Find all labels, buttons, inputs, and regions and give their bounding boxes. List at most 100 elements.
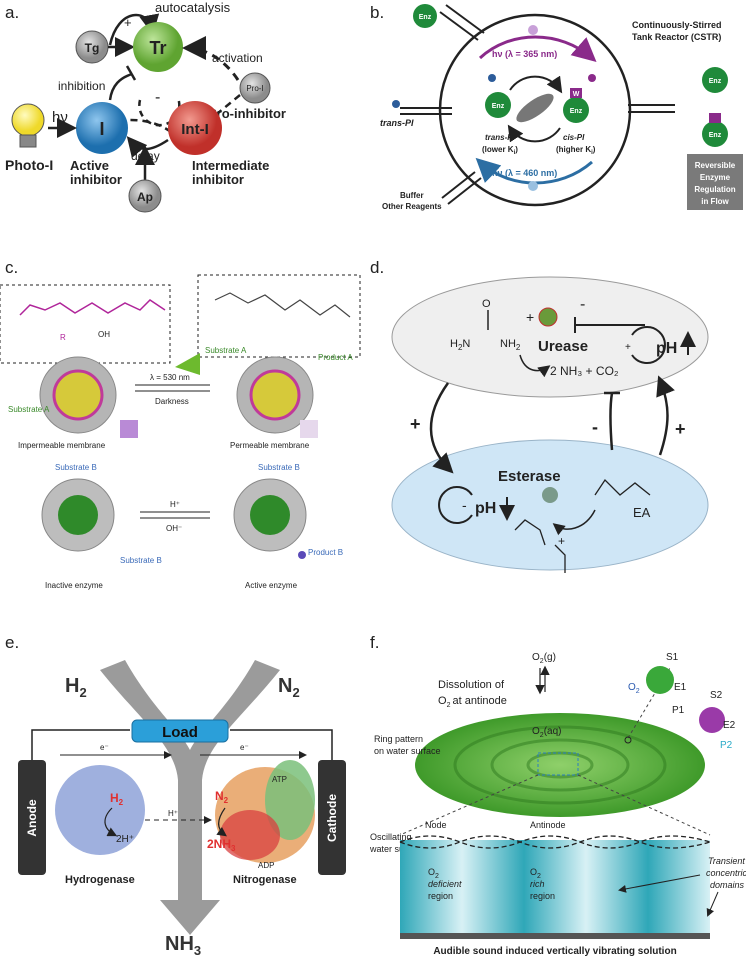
o2g-o: O xyxy=(532,652,540,663)
inactive-text: Inactive enzyme xyxy=(45,581,103,590)
panel-d: d. O H2N NH2 + Urease 2 NH₃ + CO₂ - + pH… xyxy=(370,255,746,595)
hydrogenase-protein xyxy=(55,765,145,855)
panel-a: a. autocatalysis + Tg Tr activation Pro-… xyxy=(0,0,370,220)
deficient-o2-label: O2 xyxy=(428,867,439,880)
panel-d-diagram: d. O H2N NH2 + Urease 2 NH₃ + CO₂ - + pH… xyxy=(370,258,709,573)
reversible-box xyxy=(687,154,743,210)
o2aq-label: O2(aq) xyxy=(532,726,561,739)
product-structure-box xyxy=(197,274,361,358)
panel-a-diagram: a. autocatalysis + Tg Tr activation Pro-… xyxy=(5,0,286,213)
rich-o: O xyxy=(530,867,537,877)
c-r-label: R xyxy=(60,333,66,342)
panel-a-label: a. xyxy=(5,3,19,22)
h2-label-h: H xyxy=(65,675,79,697)
inhibit-to-urease xyxy=(609,392,614,451)
int-to-i-dashed xyxy=(111,118,181,141)
out-w-box xyxy=(709,113,721,123)
esterase-to-urease xyxy=(656,375,675,456)
uv-light-icon xyxy=(528,25,538,35)
cathode-text: Cathode xyxy=(325,794,339,842)
urease-text: Urease xyxy=(538,338,588,355)
reactor-title-1: Continuously-Stirred xyxy=(632,20,722,30)
reversible-4: in Flow xyxy=(701,197,729,206)
ph-up-loop xyxy=(631,326,666,364)
o2aq-o: O xyxy=(532,726,540,737)
urea-h2n-h: H xyxy=(450,338,458,350)
inlet-enz-tube xyxy=(439,11,479,41)
uv-arrow xyxy=(478,35,597,62)
trans-ki-sub: i xyxy=(514,150,516,156)
acid-plus: + xyxy=(558,534,565,548)
dissolution-1: Dissolution of xyxy=(438,679,505,691)
light-beam-icon xyxy=(175,353,200,375)
product-b-dot xyxy=(298,551,306,559)
reversible-2: Enzyme xyxy=(700,173,731,182)
substrate-b-label: Substrate B xyxy=(55,463,97,472)
e1-text: E1 xyxy=(674,682,687,693)
panel-f-caption: Audible sound induced vertically vibrati… xyxy=(433,946,676,957)
s1-text: S1 xyxy=(666,652,679,663)
ring-pattern-2: on water surface xyxy=(374,746,441,756)
enz-out-1-text: Enz xyxy=(709,78,722,85)
tr-node xyxy=(133,22,183,72)
n2-red-label: N2 xyxy=(215,789,229,805)
active-inhibitor-2: inhibitor xyxy=(70,172,122,187)
esterase-reaction-arrow xyxy=(552,509,596,536)
cross-plus-2: + xyxy=(675,419,686,439)
urease-ellipse xyxy=(391,276,709,398)
load-box xyxy=(131,719,229,743)
ethanol-structure xyxy=(514,519,546,546)
urea-h2n-n: N xyxy=(462,338,470,350)
permeable-core xyxy=(249,369,301,421)
inlet-buffer-tube xyxy=(441,171,476,199)
feedback-minus: - xyxy=(155,89,160,106)
rich-text: rich xyxy=(530,879,545,889)
o2aq-sub: 2 xyxy=(540,732,544,739)
transient-3: domains xyxy=(710,880,745,890)
ph-down-text: pH xyxy=(475,500,496,517)
o2g-label: O2(g) xyxy=(532,652,556,665)
panel-b: b. Continuously-Stirred Tank Reactor (CS… xyxy=(370,0,746,225)
urea-nh2: NH2 xyxy=(500,338,521,352)
e2-text: E2 xyxy=(723,720,736,731)
tr-text: Tr xyxy=(149,38,166,58)
inhibition-bar xyxy=(125,65,137,81)
wire-left xyxy=(31,729,130,760)
int-i-text: Int-I xyxy=(181,121,209,138)
trans-bead xyxy=(488,74,496,82)
hv-text: hν xyxy=(52,109,68,126)
deficient-region: region xyxy=(428,891,453,901)
trans-pi-label: trans-PI xyxy=(485,133,516,142)
int-i-node xyxy=(168,101,222,155)
reversible-3: Regulation xyxy=(694,185,735,194)
panel-f-label: f. xyxy=(370,633,379,652)
inlet-buffer-tube-2 xyxy=(447,177,482,205)
reactor-title-2: Tank Reactor (CSTR) xyxy=(632,32,721,42)
urea-o: O xyxy=(482,298,491,310)
urea-nh2-sub: 2 xyxy=(516,343,521,352)
o2aq-state: (aq) xyxy=(544,726,562,737)
ap-text: Ap xyxy=(137,190,153,204)
nh3-label-sub: 3 xyxy=(194,943,201,958)
trans-ki-close: ) xyxy=(515,145,518,154)
panel-b-diagram: b. Continuously-Stirred Tank Reactor (CS… xyxy=(370,3,743,211)
oscillating-1: Oscillating xyxy=(370,832,412,842)
pi-bead xyxy=(392,100,400,108)
p1-text: P1 xyxy=(672,705,685,716)
product-a-label: Product A xyxy=(318,353,353,362)
acetic-structure xyxy=(554,544,566,573)
permeable-text: Permeable membrane xyxy=(230,441,310,450)
oscillating-2: water surface xyxy=(370,844,424,854)
two-nh3-sub: 3 xyxy=(231,844,236,853)
substrate-a-label-2: Substrate A xyxy=(205,346,247,355)
h2-label-sub: 2 xyxy=(79,685,86,700)
h-plus-text: H⁺ xyxy=(170,500,180,509)
bulb-icon xyxy=(11,103,45,137)
dissolution-rest: at antinode xyxy=(452,695,506,707)
enz-trans-icon xyxy=(485,92,511,118)
antinode-text: Antinode xyxy=(530,820,566,830)
h2-reaction-arrow xyxy=(104,807,118,837)
cis-w-box xyxy=(570,88,582,98)
